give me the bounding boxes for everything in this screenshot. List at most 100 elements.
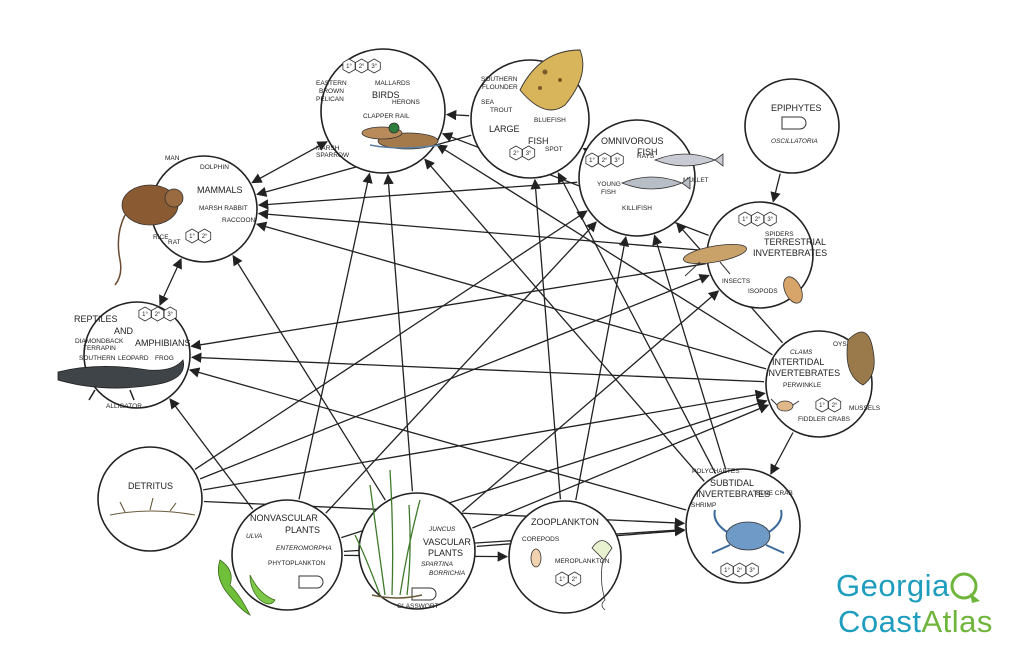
edge-vascular-plants-to-mammals (232, 254, 386, 501)
trophic-level-hexes: 2°3° (509, 145, 536, 161)
node-mammals[interactable]: 1°2° MAMMALS MAN DOLPHIN MARSH RABBIT RA… (114, 155, 258, 286)
trophic-level-label: 2° (737, 568, 743, 574)
species-label: EASTERN (316, 80, 347, 87)
node-title: NONVASCULAR (250, 513, 318, 523)
node-title: INVERTEBRATES (696, 489, 770, 499)
species-label: FIDDLER CRABS (798, 416, 851, 423)
edges-layer (159, 109, 794, 562)
trophic-level-hexes: 1°2° (555, 571, 582, 587)
species-label: PERWINKLE (783, 382, 822, 389)
node-zooplankton[interactable]: 1°2° ZOOPLANKTON COREPODS MEROPLANKTON (508, 500, 622, 614)
trophic-level-label: 3° (614, 158, 620, 164)
node-title: LARGE (489, 124, 520, 134)
detritus-illustration-icon (109, 497, 196, 516)
edge-subtidal-invertebrates-to-birds (424, 158, 705, 482)
trophic-level-label: 3° (767, 217, 773, 223)
producer-symbol-icon (411, 587, 437, 601)
node-title: PLANTS (428, 548, 463, 558)
trophic-level-hexes: 1°2°3° (738, 211, 777, 227)
georgia-coast-atlas-logo: Georgia CoastAtlas (836, 568, 1006, 646)
fiddler-crab-illustration-icon (770, 398, 800, 412)
mullet-illustration-icon (620, 153, 724, 190)
trophic-level-label: 1° (189, 234, 195, 240)
edge-zooplankton-to-omnivorous-fish (575, 235, 630, 501)
species-label: RAYS (637, 153, 655, 160)
species-label: JUNCUS (428, 526, 456, 533)
edge-nonvascular-plants-to-omnivorous-fish (325, 221, 597, 514)
species-label: CLAPPER RAIL (363, 113, 410, 120)
node-nonvascular-plants[interactable]: NONVASCULAR PLANTS ULVA ENTEROMORPHA PHY… (217, 499, 343, 616)
trophic-level-label: 1° (742, 217, 748, 223)
species-label: RICE (153, 234, 169, 241)
species-label: FLOUNDER (482, 84, 518, 91)
node-subtidal-invertebrates[interactable]: 1°2°3° SUBTIDAL INVERTEBRATES POLYCHAETE… (685, 468, 801, 584)
species-label: ULVA (246, 533, 262, 540)
edge-detritus-to-intertidal-invertebrates (203, 389, 766, 491)
species-label: SEA (481, 99, 495, 106)
trophic-level-label: 3° (749, 568, 755, 574)
rice-rat-illustration-icon (114, 184, 184, 286)
node-intertidal-invertebrates[interactable]: 1°2° INTERTIDAL INVERTEBRATES OYSTERS CL… (765, 330, 881, 438)
species-label: LEOPARD (118, 355, 149, 362)
trophic-level-label: 2° (602, 158, 608, 164)
node-detritus[interactable]: DETRITUS (97, 446, 203, 552)
logo-q-mark-icon (950, 572, 980, 603)
blue-crab-illustration-icon (711, 509, 785, 554)
trophic-hex (151, 306, 165, 322)
species-label: YOUNG (597, 181, 621, 188)
edge-epiphytes-to-terrestrial-invertebrates (770, 173, 781, 203)
node-omnivorous-fish[interactable]: 1°2°3° OMNIVOROUS FISH RAYS MULLET YOUNG… (578, 119, 724, 237)
node-title: INVERTEBRATES (766, 368, 840, 378)
oyster-illustration-icon (846, 331, 875, 386)
edge-vascular-plants-to-intertidal-invertebrates (472, 403, 770, 529)
node-title: AMPHIBIANS (135, 338, 191, 348)
trophic-level-hexes: 1°2° (185, 228, 212, 244)
edge-large-fish-to-birds (445, 109, 470, 121)
trophic-level-label: 2° (513, 151, 519, 157)
species-label: ALLIGATOR (106, 403, 142, 410)
node-title: OMNIVOROUS (601, 136, 664, 146)
node-title: EPIPHYTES (771, 103, 822, 113)
edge-detritus-to-omnivorous-fish (194, 210, 588, 470)
node-title: PLANTS (285, 525, 320, 535)
species-label: HERONS (392, 99, 420, 106)
seaweed-illustration-icon (217, 559, 276, 616)
trophic-level-hexes: 1°2° (815, 397, 842, 413)
node-vascular-plants[interactable]: VASCULAR PLANTS JUNCUS SPARTINA BORRICHI… (354, 469, 476, 610)
trophic-level-label: 1° (346, 64, 352, 70)
species-label: SOUTHERN (79, 355, 116, 362)
species-label: RAT (168, 239, 181, 246)
isopod-illustration-icon (783, 276, 803, 304)
species-label: CLAMS (790, 349, 813, 356)
node-epiphytes[interactable]: EPIPHYTES OSCILLATORIA (744, 78, 840, 174)
species-label: COREPODS (522, 536, 560, 543)
trophic-level-hexes: 1°2°3° (342, 58, 381, 74)
species-label: MULLET (683, 177, 709, 184)
node-title: FISH (637, 147, 658, 157)
edge-mammals-to-reptiles (159, 258, 182, 306)
node-terrestrial-invertebrates[interactable]: 1°2°3° TERRESTRIAL INVERTEBRATES SPIDERS… (682, 201, 827, 309)
node-large-fish[interactable]: 2°3° LARGE FISH SOUTHERN FLOUNDER SEA TR… (470, 49, 590, 179)
edge-nonvascular-plants-to-reptiles (169, 398, 254, 510)
nodes-layer: 1°2°3° BIRDS EASTERN BROWN PELICAN MALLA… (57, 48, 881, 616)
species-label: SPARTINA (421, 561, 453, 568)
trophic-level-hexes: 1°2°3° (138, 306, 177, 322)
trophic-hex (610, 152, 624, 168)
trophic-level-label: 1° (142, 312, 148, 318)
node-birds[interactable]: 1°2°3° BIRDS EASTERN BROWN PELICAN MALLA… (316, 48, 446, 174)
logo-line1: Georgia (836, 568, 950, 603)
edge-nonvascular-plants-to-birds (298, 172, 373, 500)
trophic-hex (163, 306, 177, 322)
trophic-hex (522, 145, 536, 161)
node-title: SUBTIDAL (710, 478, 754, 488)
node-title: DETRITUS (128, 481, 173, 491)
jellyfish-illustration-icon (591, 540, 613, 611)
producer-symbol-icon (298, 575, 324, 589)
node-title: INVERTEBRATES (753, 248, 827, 258)
species-label: GLASSWORT (397, 603, 438, 610)
copepod-illustration-icon (530, 548, 542, 568)
species-label: PELICAN (316, 96, 344, 103)
species-label: MAN (165, 155, 180, 162)
node-reptiles-amphibians[interactable]: 1°2°3° REPTILES AND AMPHIBIANS DIAMONDBA… (57, 301, 191, 410)
marsh-grass-illustration-icon (354, 469, 423, 599)
